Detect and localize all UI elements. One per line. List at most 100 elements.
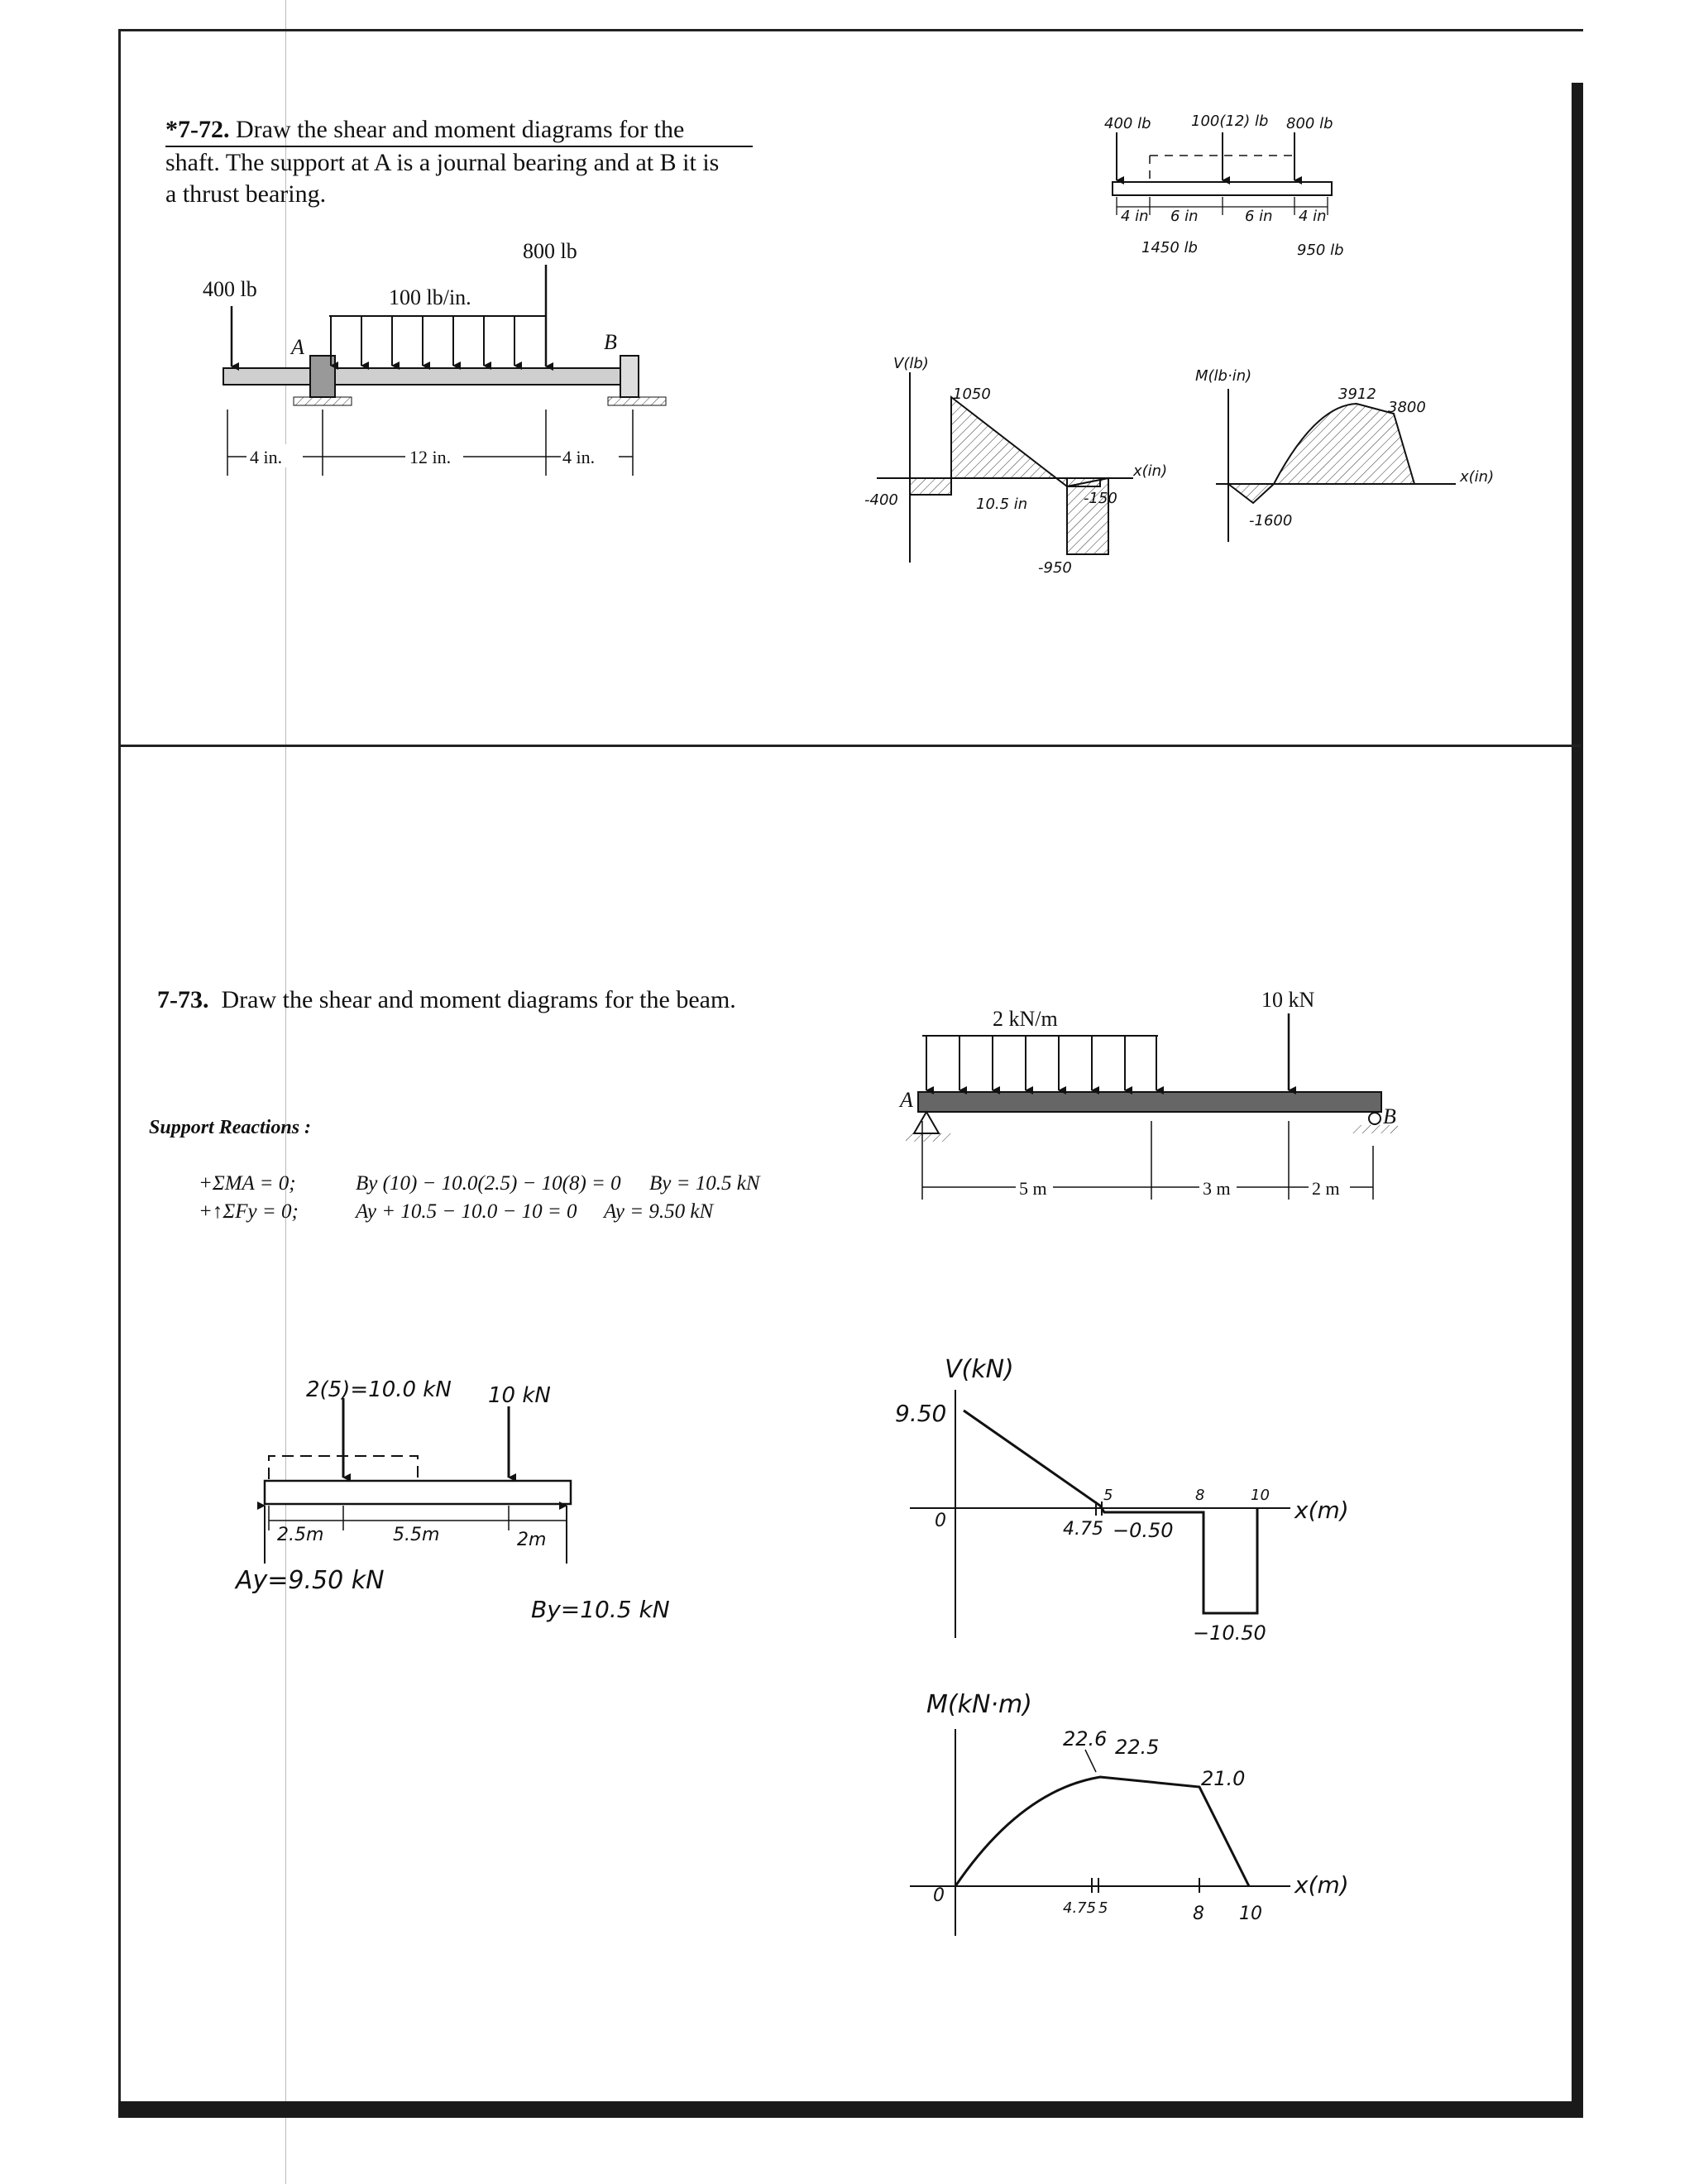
- dim-label-4in-left: 4 in.: [250, 447, 282, 467]
- label-22-6: 22.6: [1063, 1727, 1107, 1751]
- fbd-reaction-a: Ay=9.50 kN: [234, 1566, 385, 1595]
- shear-region-2: [950, 395, 1068, 489]
- label-minus-150: -150: [1084, 490, 1117, 507]
- eq1-mid: By (10) − 10.0(2.5) − 10(8) = 0: [356, 1172, 621, 1195]
- point-load-label: 10 kN: [1261, 988, 1315, 1012]
- shaft: [223, 367, 638, 386]
- moment-curve: [954, 1775, 1251, 1887]
- problem-72-number: *7-72.: [165, 116, 230, 143]
- support-label-a: A: [290, 335, 304, 359]
- fbd-beam: [263, 1479, 572, 1506]
- shear-region-4: [1066, 477, 1109, 555]
- section-divider: [118, 745, 1581, 747]
- leader-22-6: [1084, 1749, 1097, 1773]
- dist-load-label: 2 kN/m: [993, 1007, 1058, 1031]
- x-axis-label: x(m): [1294, 1871, 1349, 1899]
- fbd-resultant-label: 2(5)=10.0 kN: [306, 1377, 452, 1402]
- page-frame: [118, 29, 1583, 2116]
- fbd-dim-lines: [268, 1506, 567, 1530]
- problem-72-line-2: shaft. The support at A is a journal bea…: [165, 149, 720, 176]
- moment-curve: [1226, 402, 1416, 505]
- label-minus-10-50: −10.50: [1193, 1621, 1266, 1645]
- v-axis-label: V(lb): [893, 355, 929, 372]
- x-axis-label: x(in): [1459, 468, 1494, 486]
- support-reactions: Support Reactions : +ΣMA = 0; By (10) − …: [149, 1117, 811, 1228]
- page-right-edge: [1572, 83, 1583, 2118]
- label-22-5: 22.5: [1115, 1736, 1159, 1759]
- dist-load-arrows: [926, 1036, 1164, 1094]
- label-3912: 3912: [1338, 386, 1376, 403]
- tick-label-8: 8: [1195, 1487, 1204, 1504]
- support-b-ground: [1352, 1125, 1398, 1133]
- fbd-shaft: [1112, 181, 1333, 196]
- support-label-a: A: [898, 1088, 913, 1112]
- dim-mask-2: [1199, 1176, 1237, 1198]
- problem-73-statement: 7-73. Draw the shear and moment diagrams…: [157, 984, 786, 1016]
- m-axis-label: M(lb·in): [1195, 367, 1251, 385]
- fbd-dist-box: [1149, 155, 1294, 180]
- problem-72-statement: *7-72. Draw the shear and moment diagram…: [165, 114, 761, 210]
- dist-load-label: 100 lb/in.: [389, 285, 471, 309]
- problem-73-shear-diagram: V(kN) x(m) 0 9.50 5 8 10 4.75 −0.50 −10.…: [895, 1355, 1349, 1645]
- eq1-lhs: +ΣMA = 0;: [199, 1172, 296, 1195]
- x-axis-label: x(m): [1294, 1497, 1349, 1524]
- fbd-dim-2m: 2m: [517, 1530, 546, 1550]
- roller-support-b: [1368, 1112, 1381, 1125]
- fbd-point-load-label: 10 kN: [488, 1383, 551, 1408]
- problem-73-figure: 2 kN/m 10 kN A B 5 m 3 m 2 m: [898, 988, 1398, 1200]
- fbd-dim-lines: [1116, 197, 1328, 215]
- label-9-50: 9.50: [895, 1400, 946, 1427]
- problem-72-moment-diagram: M(lb·in) x(in) 3912 3800 -1600: [1195, 367, 1494, 542]
- support-a-ground: [906, 1133, 951, 1142]
- label-minus-1600: -1600: [1249, 512, 1292, 529]
- problem-72-line-3: a thrust bearing.: [165, 180, 327, 208]
- problem-72-figure: 400 lb 100 lb/in. 800 lb A B 4 in. 12 in…: [203, 240, 667, 476]
- problem-72-fbd: 400 lb 100(12) lb 800 lb 4 in 6 in 6 in …: [1104, 113, 1344, 259]
- problem-72-line-1: Draw the shear and moment diagrams for t…: [236, 116, 685, 143]
- fbd-dim-5-5m: 5.5m: [393, 1525, 439, 1545]
- label-minus-400: -400: [864, 491, 898, 509]
- problem-73-moment-diagram: M(kN·m) x(m) 0 22.6 22.5 21.0 4.75 5 8 1…: [910, 1690, 1349, 1936]
- equation-2: +↑ΣFy = 0; Ay + 10.5 − 10.0 − 10 = 0 Ay …: [149, 1200, 811, 1228]
- label-1050: 1050: [953, 386, 991, 403]
- beam: [917, 1091, 1382, 1113]
- fbd-label-400: 400 lb: [1104, 115, 1151, 132]
- eq2-mid: Ay + 10.5 − 10.0 − 10 = 0: [356, 1200, 577, 1223]
- dim-label-5m: 5 m: [1019, 1178, 1047, 1199]
- support-b-base: [607, 396, 667, 406]
- fbd-label-800: 800 lb: [1286, 115, 1333, 132]
- label-21-0: 21.0: [1201, 1767, 1245, 1790]
- label-minus-950: -950: [1038, 559, 1072, 577]
- support-label-b: B: [1383, 1104, 1396, 1128]
- v-axis-label: V(kN): [945, 1355, 1014, 1384]
- eq1-result: By = 10.5 kN: [649, 1172, 760, 1195]
- scan-artifact-line: [285, 0, 286, 2184]
- fbd-dim-4: 4 in: [1299, 208, 1327, 225]
- dimension-lines: [921, 1121, 1374, 1200]
- tick-label-4-75: 4.75: [1063, 1899, 1096, 1917]
- fbd-reaction-b: By=10.5 kN: [531, 1596, 670, 1623]
- dim-mask-3: [1309, 1176, 1350, 1198]
- load-label-400: 400 lb: [203, 277, 257, 301]
- tick-label-8: 8: [1193, 1904, 1204, 1924]
- dim-mask-1: [246, 444, 303, 467]
- shear-region-1: [909, 477, 952, 496]
- dim-mask-2: [405, 444, 463, 467]
- problem-73-text: Draw the shear and moment diagrams for t…: [221, 986, 736, 1013]
- origin-label: 0: [935, 1511, 946, 1531]
- shear-line: [963, 1409, 1259, 1615]
- label-4-75: 4.75: [1063, 1519, 1103, 1540]
- fbd-reaction-a: 1450 lb: [1141, 239, 1198, 256]
- page-bottom-edge: [118, 2101, 1582, 2118]
- tick-label-5: 5: [1103, 1487, 1113, 1504]
- support-label-b: B: [604, 330, 617, 354]
- fbd-label-resultant: 100(12) lb: [1191, 113, 1268, 130]
- label-10-5in: 10.5 in: [976, 496, 1027, 513]
- eq2-result: Ay = 9.50 kN: [604, 1200, 714, 1223]
- fbd-dim-1: 4 in: [1121, 208, 1149, 225]
- load-label-800: 800 lb: [523, 240, 577, 263]
- label-minus-0-50: −0.50: [1113, 1519, 1174, 1542]
- origin-label: 0: [933, 1885, 945, 1906]
- eq2-lhs: +↑ΣFy = 0;: [199, 1200, 299, 1223]
- problem-73-fbd: 2(5)=10.0 kN 10 kN 2.5m 5.5m 2m Ay=9.50 …: [234, 1377, 670, 1623]
